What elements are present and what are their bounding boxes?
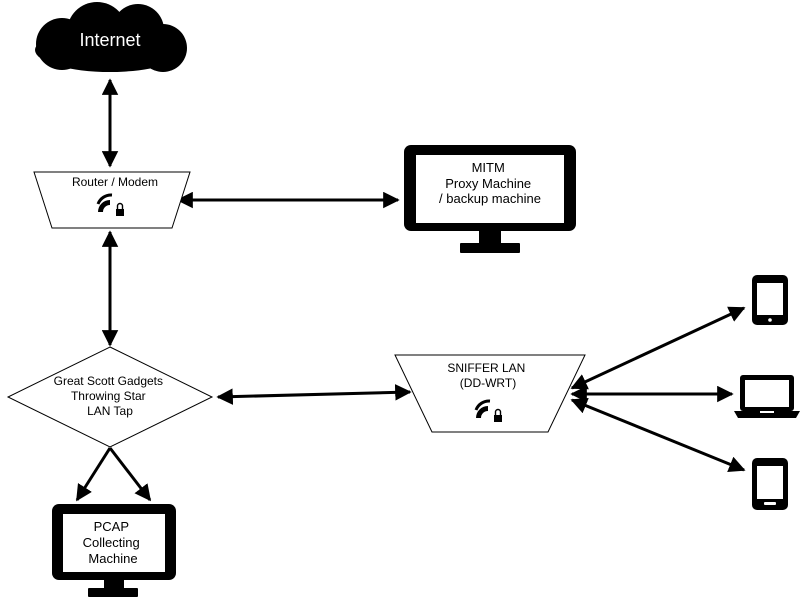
tablet-icon: [752, 275, 788, 325]
device-3: [752, 458, 788, 510]
router-node: Router / Modem: [33, 171, 191, 229]
sniffer-node: SNIFFER LAN (DD-WRT): [394, 354, 586, 433]
laptop-icon: [734, 375, 800, 418]
wifi-lock-icon: [96, 193, 124, 216]
edge-lantap-pcap-right: [108, 447, 152, 502]
edge-sniffer-device-1: [570, 306, 746, 390]
connectors: [75, 78, 746, 502]
pcap-node: PCAP Collecting Machine: [52, 504, 176, 597]
pcap-label: PCAP Collecting Machine: [83, 519, 144, 566]
edge-sniffer-device-3: [570, 397, 746, 473]
internet-node: Internet: [35, 2, 187, 72]
internet-label: Internet: [79, 30, 140, 50]
mitm-node: MITM Proxy Machine / backup machine: [404, 145, 576, 253]
edge-lantap-sniffer: [216, 384, 412, 405]
lan-tap-node: Great Scott Gadgets Throwing Star LAN Ta…: [6, 346, 214, 448]
edge-lantap-pcap-left: [75, 447, 112, 502]
mitm-label: MITM Proxy Machine / backup machine: [439, 160, 541, 206]
wifi-lock-icon: [474, 399, 502, 422]
sniffer-label: SNIFFER LAN (DD-WRT): [447, 361, 528, 390]
cloud-icon: [35, 2, 187, 72]
lan-tap-shape: [6, 346, 214, 448]
sniffer-shape: [394, 354, 586, 433]
device-1: [752, 275, 788, 325]
router-shape: [33, 171, 191, 229]
tablet-icon: [752, 458, 788, 510]
monitor-icon: [52, 504, 176, 597]
router-label: Router / Modem: [72, 175, 158, 189]
lan-tap-label: Great Scott Gadgets Throwing Star LAN Ta…: [54, 374, 167, 418]
monitor-icon: [404, 145, 576, 253]
device-2: [734, 375, 800, 418]
